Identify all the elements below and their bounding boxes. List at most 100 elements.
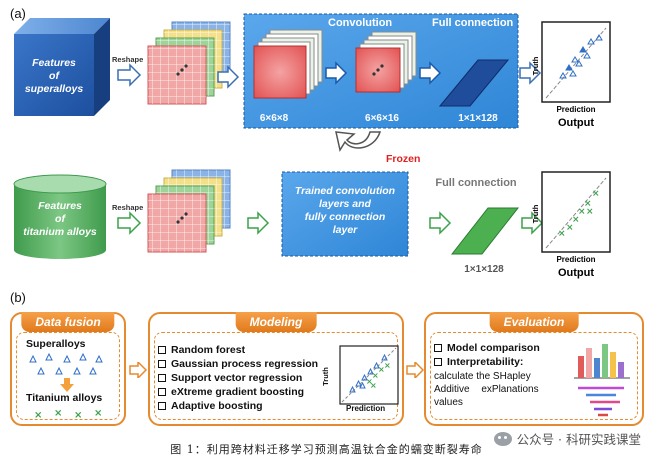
- arrow-to-output-bottom: [521, 211, 544, 235]
- modeling-plot-xlabel: Prediction: [346, 404, 386, 413]
- arrow-to-trained: [247, 211, 270, 235]
- full-connection-title-top: Full connection: [432, 17, 514, 29]
- superalloy-features-cube: [14, 18, 110, 116]
- titanium-features-line-2: of: [55, 213, 66, 225]
- checkbox-icon: [434, 344, 442, 352]
- conv-layer-stack-2: [355, 31, 417, 93]
- trained-layers-box: [281, 171, 409, 257]
- arrow-trained-to-fc: [429, 211, 452, 235]
- wechat-icon: [493, 431, 512, 446]
- titanium-alloys-label: Titanium alloys: [26, 392, 103, 404]
- plot-bottom-ylabel: Truth: [531, 204, 540, 223]
- superalloy-triangles: [29, 352, 103, 375]
- model-item-adaboost: Adaptive boosting: [158, 400, 263, 412]
- evaluation-box: Evaluation Model comparison Interpretabi…: [424, 312, 644, 426]
- dim-label-2: 6×6×16: [365, 113, 399, 124]
- titanium-features-line-3: titanium alloys: [23, 226, 97, 238]
- arrow-modeling-to-evaluation: [406, 362, 425, 378]
- reshape-arrow-top: [117, 63, 142, 87]
- eval-item-model-comparison: Model comparison: [434, 342, 540, 354]
- panel-a-diagram: Features of superalloys Reshape Convolut…: [13, 13, 611, 279]
- input-grid-stack-top: [147, 21, 231, 105]
- svg-text:⨯: ⨯: [94, 408, 102, 419]
- reshape-label-top: Reshape: [112, 55, 143, 64]
- plot-top-xlabel: Prediction: [556, 105, 595, 114]
- checkbox-icon: [434, 358, 442, 366]
- trained-line-1: Trained convolution: [295, 185, 395, 197]
- convolution-title: Convolution: [328, 17, 392, 29]
- svg-text:⨯: ⨯: [384, 361, 391, 370]
- svg-text:⨯: ⨯: [578, 206, 586, 216]
- evaluation-title: Evaluation: [489, 312, 579, 332]
- titanium-features-line-1: Features: [38, 200, 82, 212]
- arrow-fusion-to-modeling: [129, 362, 148, 378]
- checkbox-icon: [158, 360, 166, 368]
- svg-text:⨯: ⨯: [34, 410, 42, 421]
- modeling-title: Modeling: [235, 312, 317, 332]
- checkbox-icon: [158, 402, 166, 410]
- shap-beeswarm-icon: [578, 386, 624, 417]
- frozen-arrow: [335, 131, 382, 152]
- arrow-conv-2-fc: [419, 61, 442, 85]
- titanium-features-cylinder: [13, 174, 107, 259]
- arrow-conv-1-2: [325, 61, 348, 85]
- conv-layer-stack-1: [253, 29, 323, 99]
- superalloy-features-line-1: Features: [32, 57, 76, 69]
- model-item-random-forest: Random forest: [158, 344, 245, 356]
- plot-top-title: Output: [558, 117, 594, 129]
- trained-line-2: layers and: [319, 198, 372, 210]
- data-fusion-title: Data fusion: [21, 312, 115, 332]
- output-plot-top: [541, 21, 611, 103]
- plot-bottom-xlabel: Prediction: [556, 255, 595, 264]
- dim-label-1: 6×6×8: [260, 113, 289, 124]
- model-item-svr: Support vector regression: [158, 372, 302, 384]
- eval-item-interpretability: Interpretability:: [434, 356, 523, 368]
- panel-a-label: (a): [10, 6, 26, 21]
- svg-text:⨯: ⨯: [372, 371, 379, 380]
- arrow-to-output-top: [519, 61, 542, 85]
- superalloy-features-line-3: superalloys: [25, 83, 84, 95]
- model-item-xgboost: eXtreme gradient boosting: [158, 386, 304, 398]
- svg-text:⨯: ⨯: [586, 206, 594, 216]
- svg-text:⨯: ⨯: [54, 408, 62, 419]
- svg-text:⨯: ⨯: [558, 228, 566, 238]
- svg-text:⨯: ⨯: [566, 222, 574, 232]
- svg-text:⨯: ⨯: [74, 410, 82, 421]
- eval-desc-line-1: calculate the SHapley: [434, 371, 531, 382]
- full-connection-title-bottom: Full connection: [435, 177, 517, 189]
- data-fusion-box: Data fusion Superalloys Titanium alloys …: [10, 312, 126, 426]
- superalloy-features-line-2: of: [49, 70, 60, 82]
- titanium-crosses: ⨯ ⨯ ⨯ ⨯: [34, 408, 102, 421]
- dim-label-3: 1×1×128: [458, 113, 498, 124]
- checkbox-icon: [158, 374, 166, 382]
- svg-text:⨯: ⨯: [592, 188, 600, 198]
- model-item-gpr: Gaussian process regression: [158, 358, 318, 370]
- svg-text:⨯: ⨯: [366, 377, 373, 386]
- arrow-to-convolution: [217, 65, 240, 89]
- checkbox-icon: [158, 346, 166, 354]
- shap-bar-chart-icon: [574, 344, 630, 379]
- frozen-label: Frozen: [386, 153, 420, 165]
- reshape-label-bottom: Reshape: [112, 203, 143, 212]
- modeling-scatter-plot: ⨯⨯⨯⨯⨯: [339, 345, 399, 405]
- plot-top-ylabel: Truth: [531, 56, 540, 75]
- plot-bottom-title: Output: [558, 267, 594, 279]
- eval-desc-line-3: values: [434, 397, 463, 408]
- eval-desc-line-2: Additive exPlanations: [434, 384, 539, 395]
- fusion-down-arrow: [60, 378, 74, 392]
- fc-layer-bottom: [450, 207, 520, 255]
- svg-text:⨯: ⨯: [378, 365, 385, 374]
- fc-layer-top: [438, 59, 510, 107]
- trained-line-3: fully connection: [305, 211, 386, 223]
- panel-b-label: (b): [10, 290, 26, 305]
- watermark-text: 公众号 · 科研实践课堂: [516, 432, 641, 447]
- checkbox-icon: [158, 388, 166, 396]
- modeling-plot-ylabel: Truth: [320, 367, 330, 386]
- modeling-box: Modeling Random forest Gaussian process …: [148, 312, 404, 426]
- reshape-arrow-bottom: [117, 211, 142, 235]
- superalloys-label: Superalloys: [26, 338, 86, 350]
- svg-text:⨯: ⨯: [584, 198, 592, 208]
- figure-caption: 图 1：利用跨材料迁移学习预测高温钛合金的蠕变断裂寿命: [170, 443, 483, 456]
- watermark: 公众号 · 科研实践课堂: [493, 429, 641, 448]
- input-grid-stack-bottom: [147, 169, 231, 253]
